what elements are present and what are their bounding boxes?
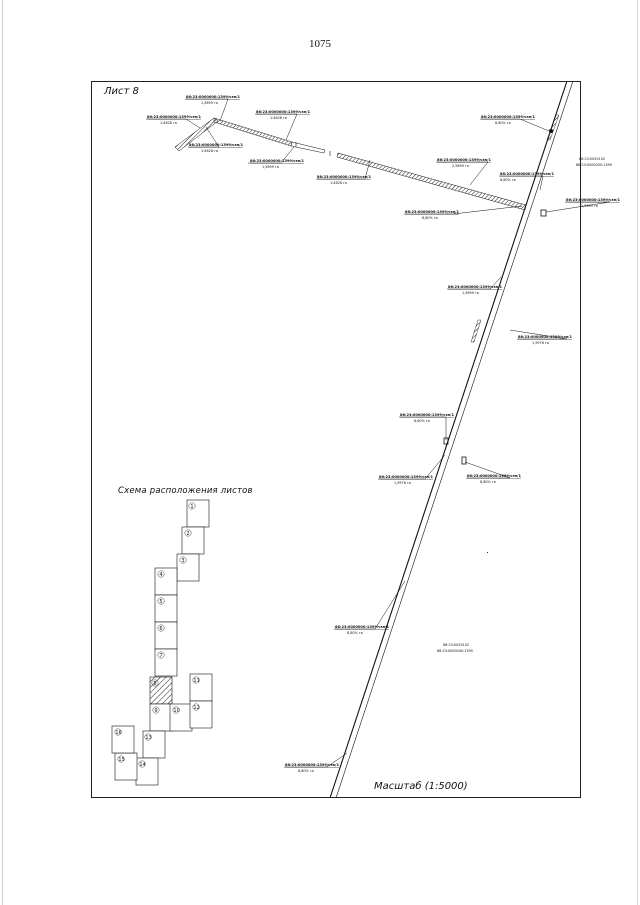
branch-segment-gap <box>290 141 326 154</box>
callout-3-line1: 86:23:0000000:1399/чзп/1 <box>250 159 304 163</box>
callout-12-line2: 1,9976 га <box>532 341 549 345</box>
callout-bottom: 86:23:0000000:1399/чзп/1 8,80% га <box>285 763 339 773</box>
sheet-scheme-numbers <box>114 502 200 768</box>
sheet-num-2: 2 <box>186 531 189 537</box>
road-hatch-top <box>546 114 560 141</box>
callout-14-line2: 1,9976 га <box>394 481 411 485</box>
sheet-num-5: 5 <box>159 599 162 605</box>
callout-7-line2: 2,5699 га <box>452 164 469 168</box>
sheet-num-3: 3 <box>181 558 184 564</box>
callout-11-line2: 1,5699 га <box>462 291 479 295</box>
callout-10-line1: 86:23:0000000:1399/чзп/1 <box>405 210 459 214</box>
sheet-box-3 <box>176 553 200 582</box>
sheet-scheme <box>111 499 213 786</box>
parcel-1-line2: 86:23:0000000:1399 <box>437 649 473 653</box>
sheet-num-7: 7 <box>159 653 162 659</box>
road-hatch-mid <box>470 319 482 343</box>
callout-16-line1: 86:23:0000000:1399/чзп/1 <box>335 625 389 629</box>
callout-14-line1: 86:23:0000000:1399/чзп/1 <box>379 475 433 479</box>
page-edge-right <box>637 0 638 905</box>
callout-9-line1: 86:23:0000000:1399/чзп/1 <box>566 198 620 202</box>
callout-5-line2: 1:4628 га <box>330 181 347 185</box>
callout-15-line1: 86:23:0000000:1399/чзп/1 <box>467 474 521 478</box>
sheet-num-13: 13 <box>145 735 151 741</box>
marker-4 <box>461 456 467 465</box>
branch-segment-c <box>336 152 527 211</box>
callout-2-line1: 86:23:0000000:1399/чзп/1 <box>256 110 310 114</box>
callout-0-line1: 86:23:0000000:1399/чзп/1 <box>186 95 240 99</box>
callout-8-line1: 86:23:0000000:1399/чзп/1 <box>500 172 554 176</box>
sheet-num-16: 16 <box>115 730 121 736</box>
callout-0-line2: 1,5699 га <box>201 101 218 105</box>
page-edge-left <box>2 0 3 905</box>
marker-1 <box>549 129 553 133</box>
callout-9-line2: 2,5699 га <box>581 204 598 208</box>
sheet-box-7 <box>154 648 178 677</box>
leader-lines <box>146 98 611 768</box>
sheet-num-9: 9 <box>154 708 157 714</box>
sheet-num-8: 8 <box>153 681 156 687</box>
branch-segment-b <box>213 117 293 147</box>
sheet-box-16 <box>111 725 135 754</box>
page-number: 1075 <box>309 38 331 50</box>
callout-4-line1: 86:23:0000000:1399/чзп/1 <box>189 143 243 147</box>
sheet-num-11: 11 <box>193 678 199 684</box>
scale-label: Масштаб (1:5000) <box>374 781 468 792</box>
sheet-num-12: 12 <box>193 705 199 711</box>
callout-12-line1: 86:23:0000000:1399/чзп/1 <box>518 335 572 339</box>
parcel-labels: 86:23:0029102 86:23:0000000:1399 86:23:0… <box>437 157 612 653</box>
callout-15-line2: 8,80% га <box>480 480 496 484</box>
sheet-title: Лист 8 <box>104 86 139 97</box>
callout-bottom-line1: 86:23:0000000:1399/чзп/1 <box>285 763 339 767</box>
parcel-0-line2: 86:23:0000000:1399 <box>576 163 612 167</box>
parcel-0-line1: 86:23:0029102 <box>579 157 605 161</box>
sheet-box-12 <box>189 700 213 729</box>
parcel-1-line1: 86:23:0029102 <box>443 643 469 647</box>
callout-6-line2: 8,80% га <box>495 121 511 125</box>
callout-13-line1: 86:23:0000000:1399/чзп/1 <box>400 413 454 417</box>
callout-bottom-line2: 8,80% га <box>298 769 314 773</box>
callout-4-line2: 1:4628 га <box>201 149 218 153</box>
callout-labels: 86:23:0000000:1399/чзп/1 1,5699 га 86:23… <box>147 95 620 635</box>
callout-3-line2: 1,5699 га <box>262 165 279 169</box>
road-edge-right <box>335 80 574 799</box>
sheet-num-15: 15 <box>118 757 124 763</box>
callout-16-line2: 8,80% га <box>347 631 363 635</box>
callout-13-line2: 8,80% га <box>414 419 430 423</box>
branch-pipeline <box>174 117 527 211</box>
scheme-title: Схема расположения листов <box>118 486 253 496</box>
callout-2-line2: 1:4628 га <box>270 116 287 120</box>
callout-1-line1: 86:23:0000000:1399/чзп/1 <box>147 115 201 119</box>
callout-1-line2: 1:4628 га <box>160 121 177 125</box>
road-corridor <box>329 80 574 799</box>
callout-7-line1: 86:23:0000000:1399/чзп/1 <box>437 158 491 162</box>
callout-10-line2: 8,80% га <box>422 216 438 220</box>
callout-11-line1: 86:23:0000000:1399/чзп/1 <box>448 285 502 289</box>
sheet-num-6: 6 <box>159 626 162 632</box>
sheet-number-texts: 1 2 3 4 5 6 7 8 9 10 11 12 13 14 15 16 <box>115 504 199 768</box>
callout-6-line1: 86:23:0000000:1399/чзп/1 <box>481 115 535 119</box>
sheet-num-14: 14 <box>139 762 145 768</box>
sheet-num-4: 4 <box>159 572 162 578</box>
callout-8-line2: 8,80% га <box>500 178 516 182</box>
sheet-num-1: 1 <box>190 504 193 510</box>
marker-2 <box>540 209 547 217</box>
road-edge-left <box>329 80 568 799</box>
sheet-num-10: 10 <box>173 708 179 714</box>
callout-5-line1: 86:23:0000000:1399/чзп/1 <box>317 175 371 179</box>
